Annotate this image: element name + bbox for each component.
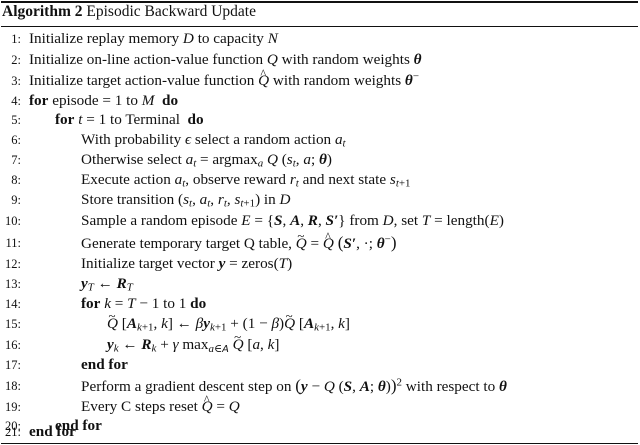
line-number: 6:	[11, 133, 21, 147]
line-text: Every C steps reset Q = Q	[81, 390, 240, 417]
line-number: 18:	[5, 379, 21, 393]
line-number: 20:	[5, 419, 21, 433]
line-text: Execute action at, observe reward rt and…	[81, 171, 411, 190]
line-number: 15:	[5, 317, 21, 331]
line-number: 19:	[5, 400, 21, 414]
line-text: for t = 1 to Terminal do	[55, 111, 204, 128]
line-number: 7:	[11, 153, 21, 167]
line-number: 13:	[5, 277, 21, 291]
line-text: end for	[55, 417, 102, 434]
line-number: 8:	[11, 173, 21, 187]
line-number: 4:	[11, 94, 21, 108]
line-text: for k = T − 1 to 1 do	[81, 295, 207, 312]
line-number: 1:	[11, 32, 21, 46]
line-text: Initialize replay memory D to capacity N	[29, 30, 278, 47]
top-rule	[1, 1, 638, 3]
line-number: 21:	[5, 425, 21, 439]
line-number: 12:	[5, 257, 21, 271]
line-text: Store transition (st, at, rt, st+1) in D	[81, 191, 291, 210]
line-number: 5:	[11, 113, 21, 127]
line-number: 14:	[5, 297, 21, 311]
line-text: With probability ϵ select a random actio…	[81, 131, 346, 150]
line-number: 11:	[5, 236, 21, 250]
line-text: Initialize on-line action-value function…	[29, 51, 422, 68]
line-text: Initialize target vector y = zeros(T)	[81, 255, 293, 272]
line-text: Generate temporary target Q table, Q = Q…	[81, 226, 396, 254]
line-text: Initialize target action-value function …	[29, 64, 419, 91]
line-text: Q [Ak+1, k] ← βyk+1 + (1 − β)Q [Ak+1, k]	[107, 306, 350, 334]
line-text: yT ← RT	[81, 275, 133, 294]
line-text: Sample a random episode E = {S, A, R, S′…	[81, 212, 504, 229]
caption-rule	[1, 26, 638, 27]
line-text: yk ← Rk + γ maxa∈A Q [a, k]	[107, 327, 279, 355]
algorithm-caption: Algorithm 2 Episodic Backward Update	[2, 3, 256, 21]
line-number: 17:	[5, 358, 21, 372]
line-number: 3:	[11, 74, 21, 88]
line-number: 10:	[5, 214, 21, 228]
line-number: 9:	[11, 193, 21, 207]
line-text: Perform a gradient descent step on (y − …	[81, 376, 507, 395]
algorithm-label: Algorithm 2	[2, 3, 83, 20]
bottom-rule	[1, 443, 638, 445]
line-text: end for	[81, 356, 128, 373]
line-text: Otherwise select at = argmaxa Q (st, a; …	[81, 151, 332, 170]
algorithm-title: Episodic Backward Update	[86, 3, 256, 20]
line-number: 2:	[11, 53, 21, 67]
line-text: for episode = 1 to M do	[29, 92, 179, 109]
line-number: 16:	[5, 338, 21, 352]
line-text: end for	[29, 423, 76, 440]
